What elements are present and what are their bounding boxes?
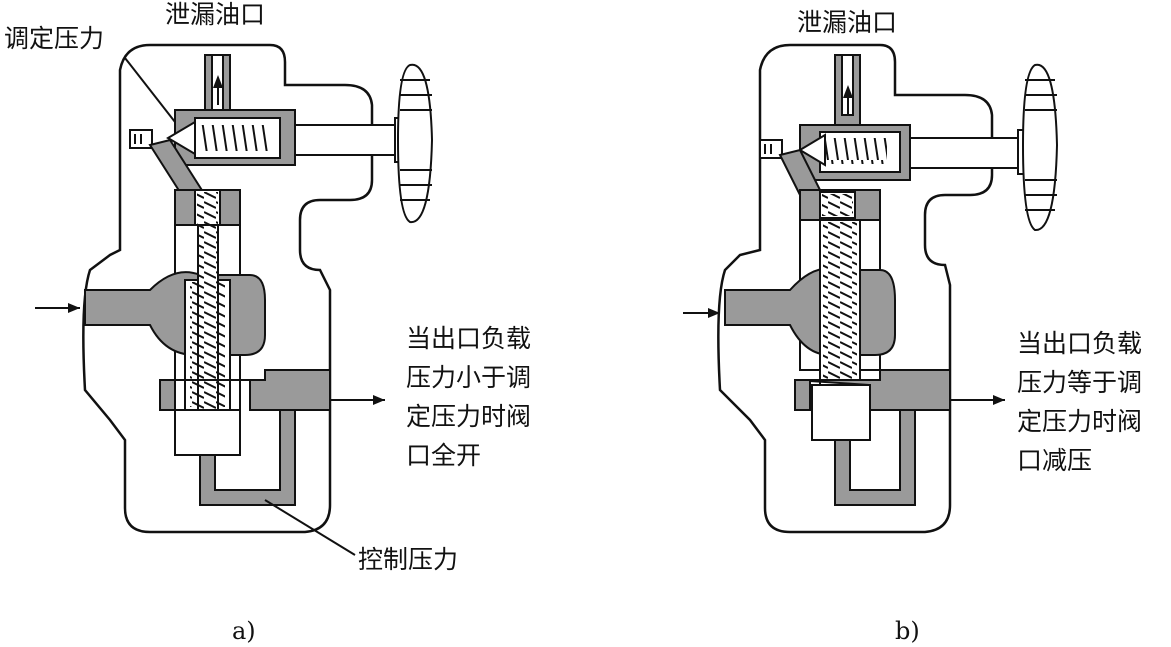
valve-b-main-spring: [823, 222, 857, 382]
note-a-line-3: 定压力时阀: [406, 402, 532, 431]
note-b-line-4: 口减压: [1017, 446, 1093, 475]
note-b-line-1: 当出口负载: [1017, 329, 1143, 358]
valve-b: [683, 43, 1059, 534]
caption-b: b): [895, 617, 920, 645]
valve-b-control-line: [834, 409, 916, 506]
note-a-line-2: 压力小于调: [406, 363, 532, 392]
note-b-line-2: 压力等于调: [1017, 368, 1143, 397]
valve-a-stem: [294, 124, 396, 156]
valve-a: [35, 43, 434, 556]
leak-port-label-b: 泄漏油口: [797, 8, 898, 37]
valve-b-pilot-cone: [798, 133, 826, 167]
valve-b-stem: [909, 137, 1021, 169]
control-pressure-label: 控制压力: [358, 545, 459, 574]
valve-a-outlet-port: [160, 369, 331, 411]
valve-b-pilot-spring: [822, 138, 887, 164]
set-pressure-label: 调定压力: [4, 24, 105, 53]
caption-a: a): [232, 617, 256, 645]
note-b-line-3: 定压力时阀: [1017, 407, 1143, 436]
valve-a-pilot-spring: [198, 125, 268, 151]
valve-a-pilot-cone: [166, 120, 196, 156]
leak-port-label-a: 泄漏油口: [165, 0, 266, 29]
valve-b-handwheel: [1021, 63, 1059, 231]
note-a-line-4: 口全开: [406, 441, 482, 470]
valve-a-handwheel: [396, 63, 434, 224]
note-a-line-1: 当出口负载: [406, 324, 532, 353]
